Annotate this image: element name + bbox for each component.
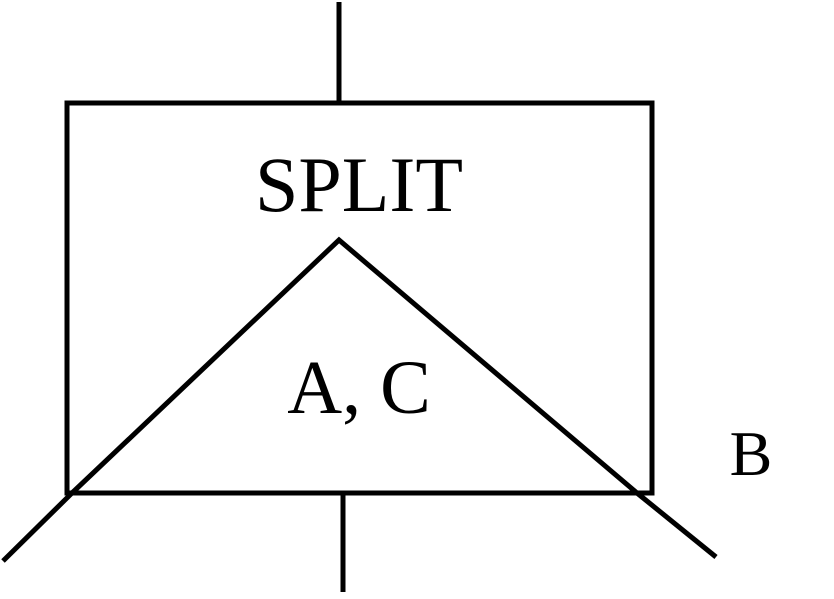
side-label-b: B [730,418,773,489]
inner-triangle [70,236,639,495]
split-box-label: SPLIT [255,141,463,228]
output-wire-right [635,491,718,559]
triangle-label: A, C [287,346,431,430]
split-box [64,100,655,496]
output-wire-left [1,491,74,563]
